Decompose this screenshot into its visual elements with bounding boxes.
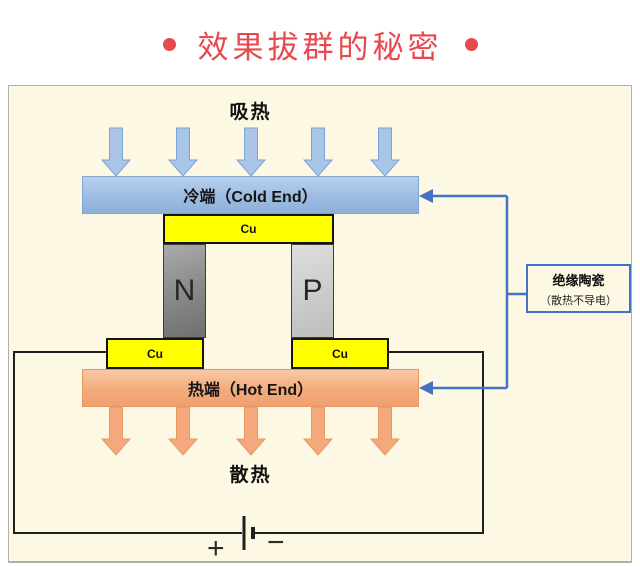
connector-arrowhead-cold-icon bbox=[419, 189, 433, 203]
down-arrow-orange-icon bbox=[235, 406, 267, 456]
circuit-wire-right bbox=[254, 351, 484, 534]
copper-label: Cu bbox=[332, 346, 348, 361]
copper-block-bottom-left: Cu bbox=[106, 338, 204, 369]
hot-end-label: 热端（Hot End） bbox=[187, 382, 314, 399]
dissipate-heat-label: 散热 bbox=[229, 465, 272, 486]
down-arrow-blue-icon bbox=[302, 127, 334, 177]
ceramic-title: 绝缘陶瓷 bbox=[552, 272, 605, 288]
battery-minus-label: − bbox=[267, 526, 285, 559]
down-arrow-blue-icon bbox=[235, 127, 267, 177]
copper-label: Cu bbox=[240, 222, 257, 236]
cold-end-bar: 冷端（Cold End） bbox=[82, 176, 419, 214]
heat-absorb-arrows bbox=[100, 127, 401, 177]
down-arrow-orange-icon bbox=[167, 406, 199, 456]
battery-plus-label: + bbox=[207, 532, 225, 565]
cold-end-label: 冷端（Cold End） bbox=[183, 189, 318, 206]
title-bullet-icon bbox=[464, 37, 478, 51]
p-label: P bbox=[302, 274, 323, 307]
title-bullet-icon bbox=[162, 37, 176, 51]
absorb-heat-label: 吸热 bbox=[229, 102, 272, 123]
down-arrow-blue-icon bbox=[167, 127, 199, 177]
n-type-semiconductor: N bbox=[163, 244, 206, 338]
diagram-canvas: 吸热 冷端（Cold End） Cu Cu Cu N P 热端（Hot End）… bbox=[8, 85, 632, 565]
heat-dissipate-arrows bbox=[100, 406, 401, 456]
down-arrow-blue-icon bbox=[369, 127, 401, 177]
down-arrow-orange-icon bbox=[369, 406, 401, 456]
connector-arrowhead-hot-icon bbox=[419, 381, 433, 395]
copper-block-bottom-right: Cu bbox=[291, 338, 389, 369]
insulating-ceramic-callout: 绝缘陶瓷 （散热不导电） bbox=[526, 264, 631, 313]
ceramic-subtitle: （散热不导电） bbox=[540, 294, 617, 307]
title-text: 效果拔群的秘密 bbox=[197, 29, 443, 65]
diagram-graphics-layer bbox=[13, 127, 526, 550]
hot-end-bar: 热端（Hot End） bbox=[82, 369, 419, 407]
copper-block-top: Cu bbox=[163, 214, 334, 244]
down-arrow-blue-icon bbox=[100, 127, 132, 177]
p-type-semiconductor: P bbox=[291, 244, 334, 338]
down-arrow-orange-icon bbox=[100, 406, 132, 456]
copper-label: Cu bbox=[147, 346, 163, 361]
n-label: N bbox=[173, 274, 196, 307]
page-title: 效果拔群的秘密 bbox=[0, 22, 640, 66]
circuit-wire-left bbox=[13, 351, 242, 534]
down-arrow-orange-icon bbox=[302, 406, 334, 456]
